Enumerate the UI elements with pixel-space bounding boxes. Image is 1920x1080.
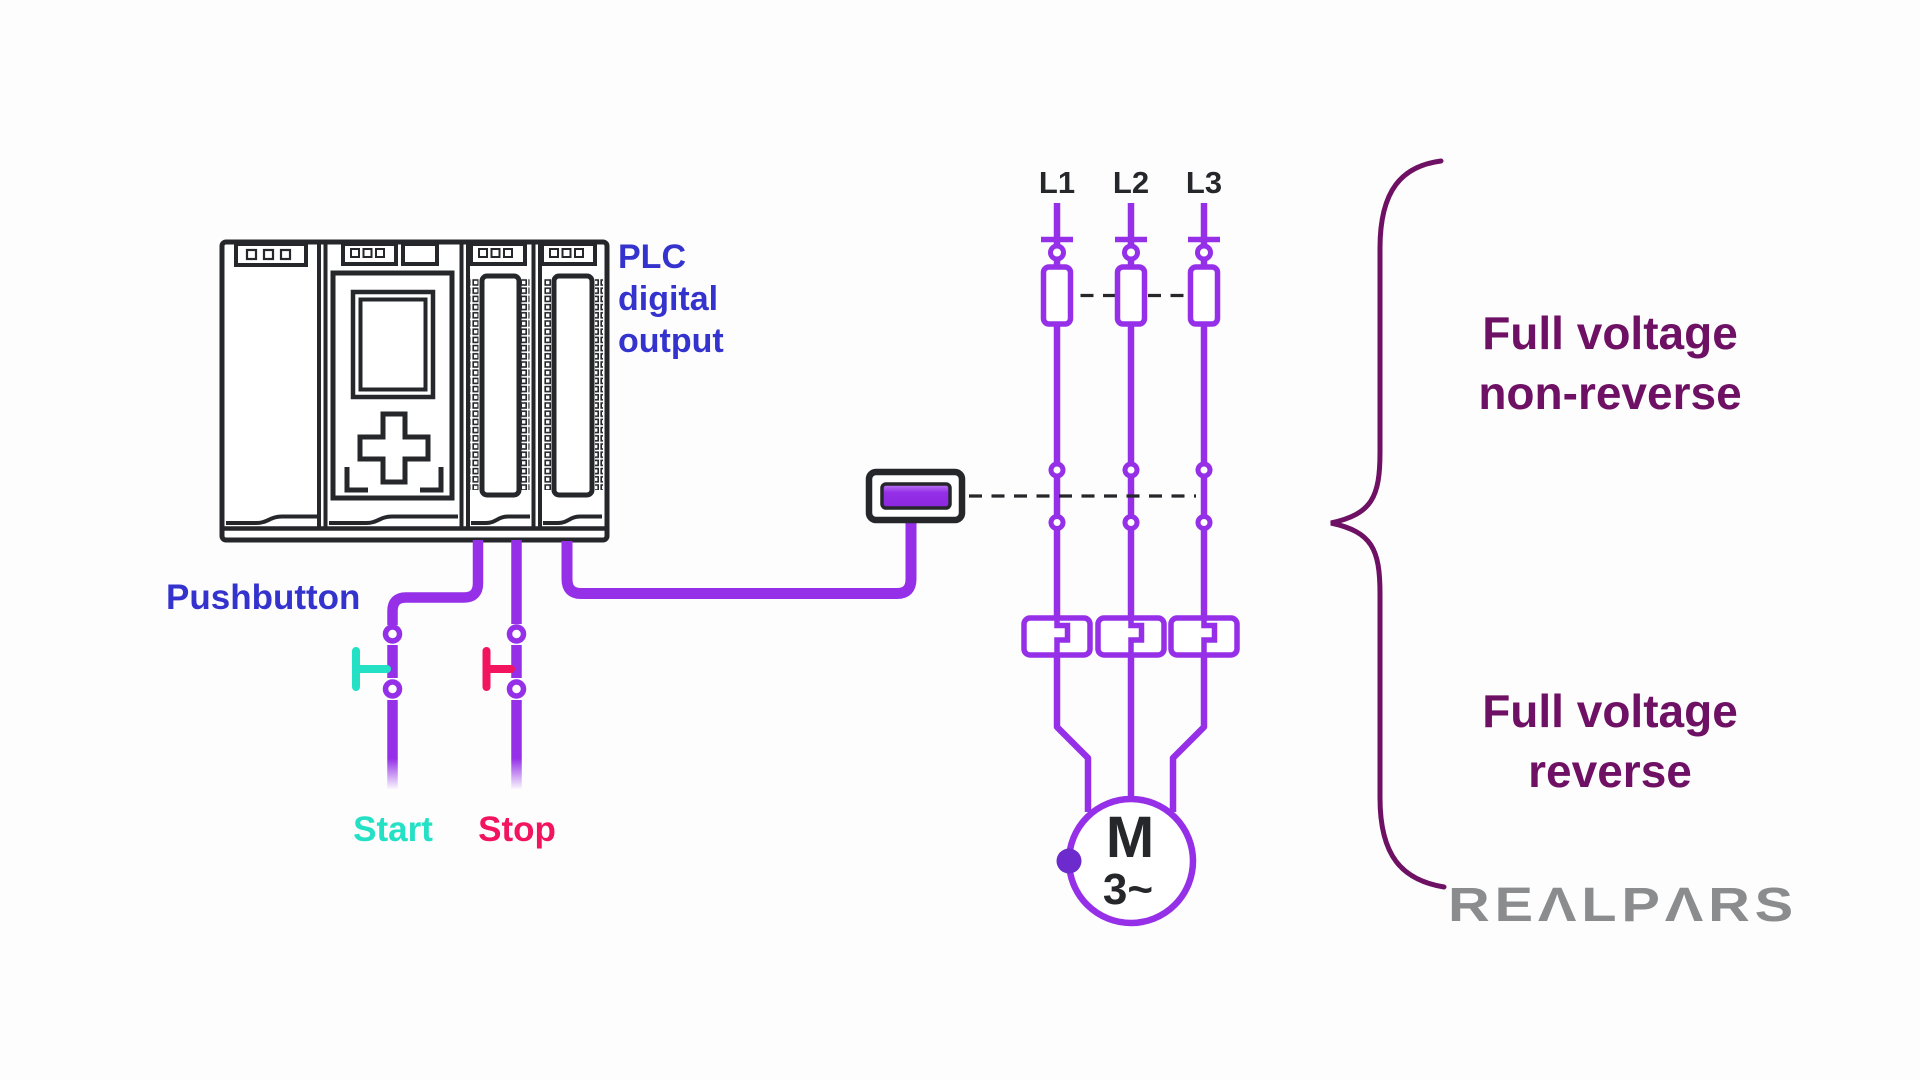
- overload-relay-l3: [1168, 615, 1240, 658]
- stop-label: Stop: [478, 810, 556, 849]
- plc-bottom-rail: [222, 514, 607, 531]
- plc-output-label: PLC digital output: [618, 238, 724, 360]
- contact-l2: [1122, 461, 1140, 531]
- overload-relay-l1: [1021, 615, 1093, 658]
- contactor-coil: [865, 468, 966, 524]
- plc-indicator-squares-io2: [549, 248, 584, 258]
- plc-label-line3: output: [618, 322, 724, 360]
- plc-label-line2: digital: [618, 280, 718, 318]
- phase-label-l3: L3: [1186, 165, 1222, 200]
- fused-disconnects: [1040, 236, 1221, 327]
- stop-terminal-bottom: [506, 679, 527, 699]
- phase-labels: L1 L2 L3: [1039, 165, 1222, 200]
- overload-relay-l2: [1095, 615, 1167, 658]
- io2-door: [551, 273, 595, 498]
- cpu-keypad-cross: [357, 411, 431, 485]
- contactor-main-contacts: [1048, 461, 1213, 531]
- plc-cpu-blank-vent: [401, 242, 439, 266]
- wire-plc-input-start: [387, 540, 484, 625]
- cpu-display-bezel: [350, 289, 436, 400]
- fused-disconnect-l2: [1114, 236, 1148, 327]
- annotation-bottom-line1: Full voltage: [1482, 685, 1738, 737]
- fuse-l3: [1187, 264, 1221, 327]
- start-pushbutton: Start: [352, 624, 433, 849]
- motor-terminal-dot: [1056, 848, 1082, 874]
- annotation-top-line2: non-reverse: [1478, 367, 1741, 419]
- terminal-strip: [543, 278, 551, 490]
- plc-module-dividers: [317, 242, 542, 528]
- annotation-top-line1: Full voltage: [1482, 307, 1738, 359]
- motor: M 3~: [1056, 795, 1197, 927]
- wire-plc-output-to-coil: [561, 522, 917, 599]
- motor-phase-text: 3~: [1103, 865, 1153, 914]
- curly-brace: [1330, 158, 1447, 890]
- overload-relays: [1021, 615, 1240, 658]
- plc-label-line1: PLC: [618, 238, 686, 276]
- phase-label-l2: L2: [1113, 165, 1149, 200]
- bracket-annotations: Full voltage non-reverse Full voltage re…: [1478, 307, 1741, 797]
- plc-indicator-squares-io1: [478, 248, 513, 258]
- plc-cpu-module: [330, 270, 455, 501]
- plc-io-modules: [470, 273, 603, 498]
- plc-top-vents: [234, 242, 597, 267]
- start-terminal-bottom: [382, 679, 403, 699]
- annotation-bottom-line2: reverse: [1528, 745, 1692, 797]
- plc-indicator-squares-psu: [245, 248, 292, 261]
- plc-indicator-squares-cpu: [350, 248, 385, 258]
- contact-l3: [1195, 461, 1213, 531]
- start-actuator: [352, 647, 391, 691]
- stop-actuator: [482, 647, 515, 691]
- realpars-logo: REΛLPΛRS: [1448, 879, 1798, 932]
- start-label: Start: [353, 810, 433, 849]
- stop-terminal-top: [506, 624, 527, 644]
- fuse-l2: [1114, 264, 1148, 327]
- fused-disconnect-l1: [1040, 236, 1074, 327]
- io1-door: [479, 273, 522, 498]
- terminal-strip: [470, 278, 479, 490]
- cpu-corner-bracket-left: [344, 467, 368, 493]
- terminal-strip: [595, 278, 603, 490]
- cpu-display-screen: [358, 297, 428, 392]
- coil-element: [880, 482, 952, 510]
- cpu-corner-bracket-right: [420, 467, 444, 493]
- pushbutton-label: Pushbutton: [166, 578, 360, 617]
- phase-label-l1: L1: [1039, 165, 1075, 200]
- fused-disconnect-l3: [1187, 236, 1221, 327]
- fuse-l1: [1040, 264, 1074, 327]
- motor-symbol: M: [1106, 805, 1154, 870]
- plc-unit: [219, 239, 610, 543]
- contact-l1: [1048, 461, 1066, 531]
- stop-pushbutton: Stop: [478, 624, 556, 849]
- terminal-strip: [521, 278, 530, 490]
- start-terminal-top: [382, 624, 403, 644]
